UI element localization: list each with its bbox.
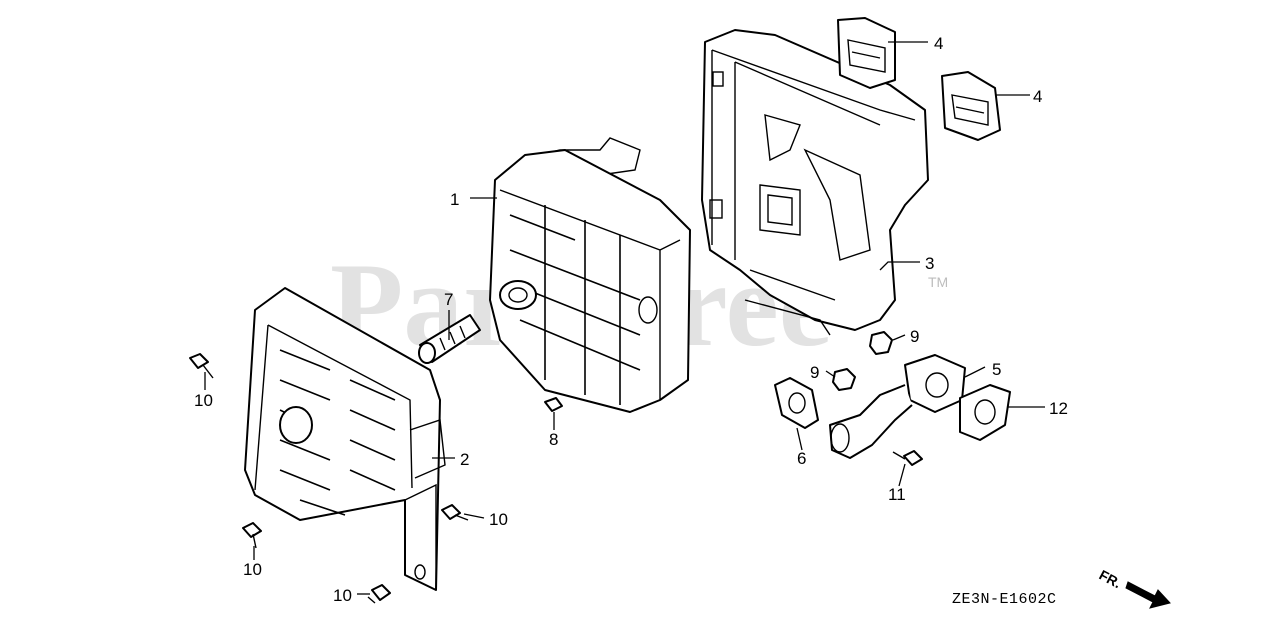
- exhaust-pipe-part[interactable]: [829, 354, 966, 459]
- front-arrow-icon: [1125, 581, 1171, 609]
- callout-9-upper[interactable]: 9: [910, 327, 919, 346]
- nut-upper-part[interactable]: [869, 331, 893, 355]
- callout-1[interactable]: 1: [450, 190, 459, 209]
- front-direction-indicator: FR.: [1097, 567, 1171, 609]
- muffler-cover-part[interactable]: [701, 29, 929, 336]
- callout-12[interactable]: 12: [1049, 399, 1068, 418]
- bolt-11-part[interactable]: [892, 450, 923, 466]
- cap-upper-part[interactable]: [837, 17, 896, 89]
- callout-9-lower[interactable]: 9: [810, 363, 819, 382]
- spark-arrester-part[interactable]: [418, 314, 481, 364]
- bolt-10-c-part[interactable]: [242, 522, 262, 549]
- callout-3[interactable]: 3: [925, 254, 934, 273]
- callout-10-c[interactable]: 10: [243, 560, 262, 579]
- gasket-left-part[interactable]: [774, 377, 819, 429]
- callout-4-lower[interactable]: 4: [1033, 87, 1042, 106]
- callout-10-b[interactable]: 10: [489, 510, 508, 529]
- screw-8-part[interactable]: [544, 397, 563, 412]
- gasket-right-part[interactable]: [959, 384, 1011, 441]
- callout-10-d[interactable]: 10: [333, 586, 352, 605]
- callout-8[interactable]: 8: [549, 430, 558, 449]
- muffler-part[interactable]: [489, 137, 691, 413]
- bolt-10-a-part[interactable]: [189, 353, 214, 379]
- bolt-10-b-part[interactable]: [441, 504, 469, 521]
- callout-11[interactable]: 11: [888, 485, 906, 504]
- bolt-10-d-part[interactable]: [367, 584, 391, 604]
- muffler-protector-part[interactable]: [244, 287, 446, 591]
- watermark-trademark: TM: [928, 274, 948, 290]
- cap-lower-part[interactable]: [941, 71, 1001, 141]
- callout-7[interactable]: 7: [444, 290, 453, 309]
- diagram-code: ZE3N-E1602C: [952, 591, 1057, 608]
- nut-lower-part[interactable]: [832, 368, 856, 391]
- callout-2[interactable]: 2: [460, 450, 469, 469]
- callout-4-upper[interactable]: 4: [934, 34, 943, 53]
- direction-label: FR.: [1097, 567, 1124, 592]
- callout-5[interactable]: 5: [992, 360, 1001, 379]
- callout-6[interactable]: 6: [797, 449, 806, 468]
- callout-10-a[interactable]: 10: [194, 391, 213, 410]
